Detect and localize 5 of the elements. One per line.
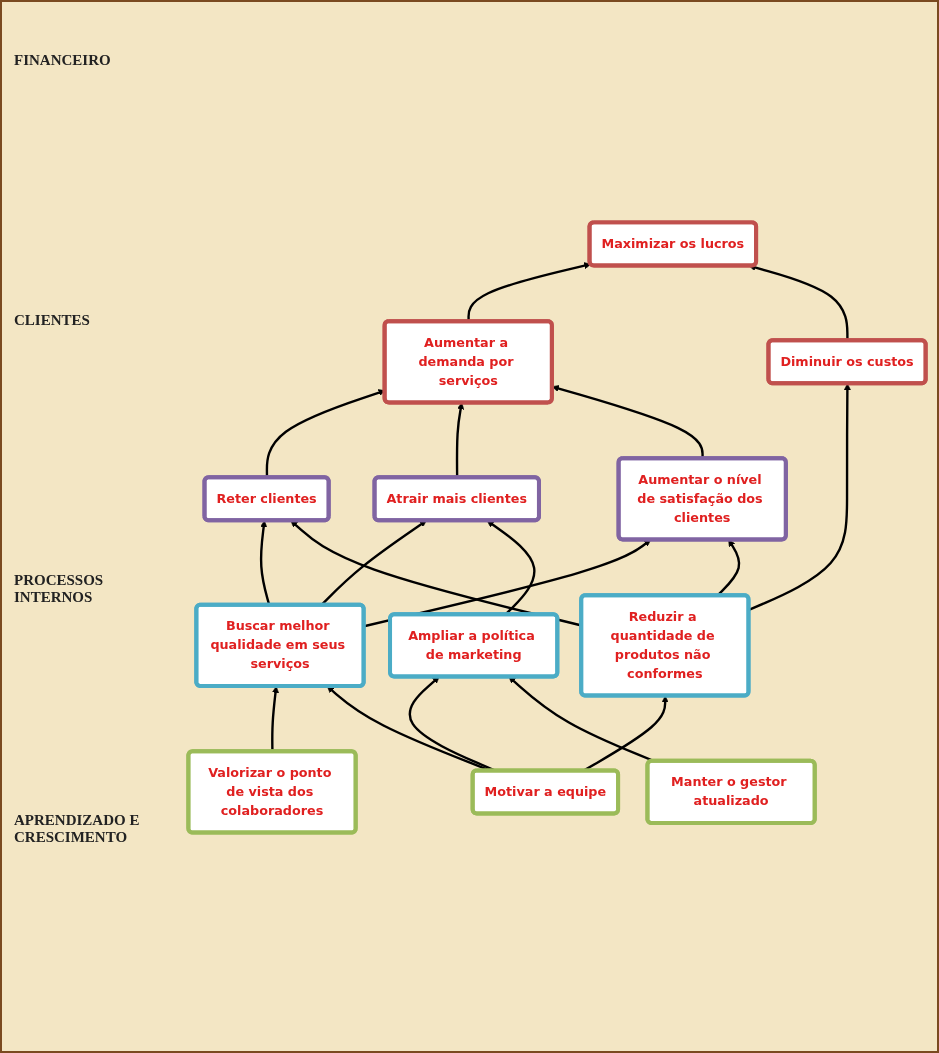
perspective-label: CLIENTES — [14, 312, 90, 329]
perspective-label: PROCESSOS INTERNOS — [14, 572, 105, 606]
perspective-label: APRENDIZADO E CRESCIMENTO — [14, 812, 141, 846]
perspective-label: FINANCEIRO — [14, 52, 111, 69]
arrow — [259, 519, 271, 605]
